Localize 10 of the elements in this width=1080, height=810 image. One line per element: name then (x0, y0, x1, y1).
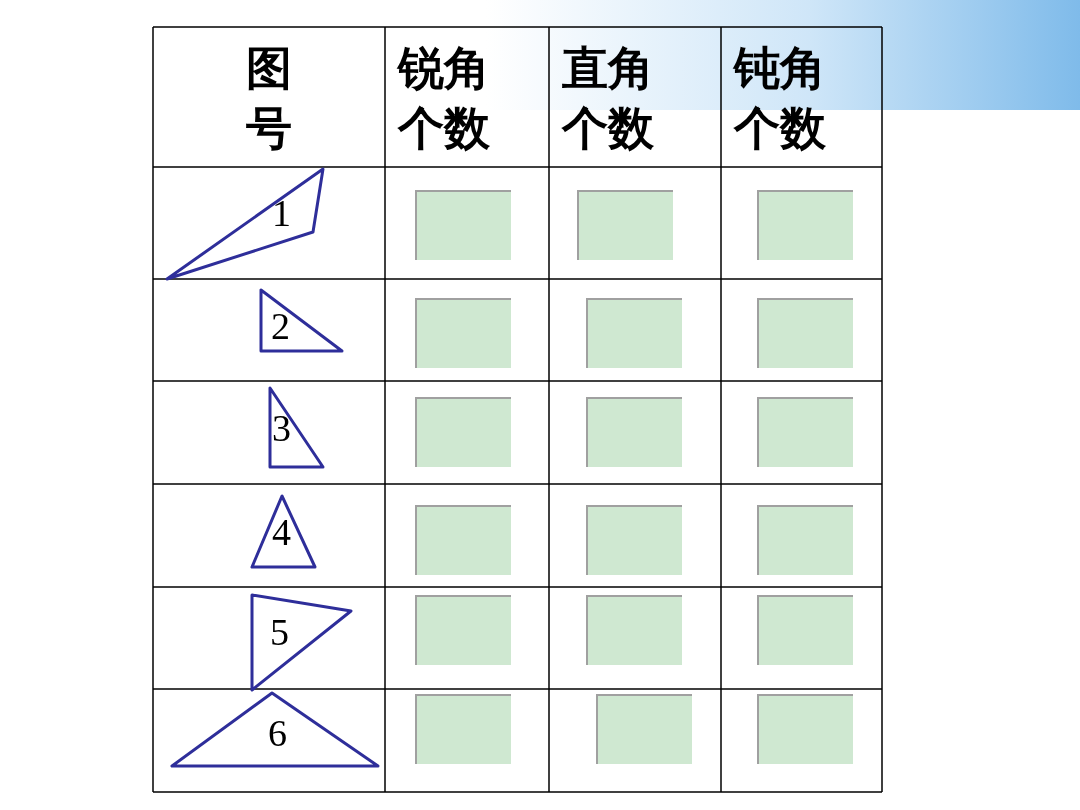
figure-number: 5 (270, 612, 289, 652)
figure-number: 3 (272, 408, 291, 448)
figure-number: 4 (272, 512, 291, 552)
column-header: 锐角个数 (398, 40, 491, 157)
figure-number: 1 (272, 193, 291, 233)
column-header: 直角个数 (562, 40, 655, 157)
figure-number: 2 (271, 306, 290, 346)
figure-number: 6 (268, 713, 287, 753)
column-header: 钝角个数 (734, 40, 827, 157)
column-header: 图号 (246, 40, 293, 157)
